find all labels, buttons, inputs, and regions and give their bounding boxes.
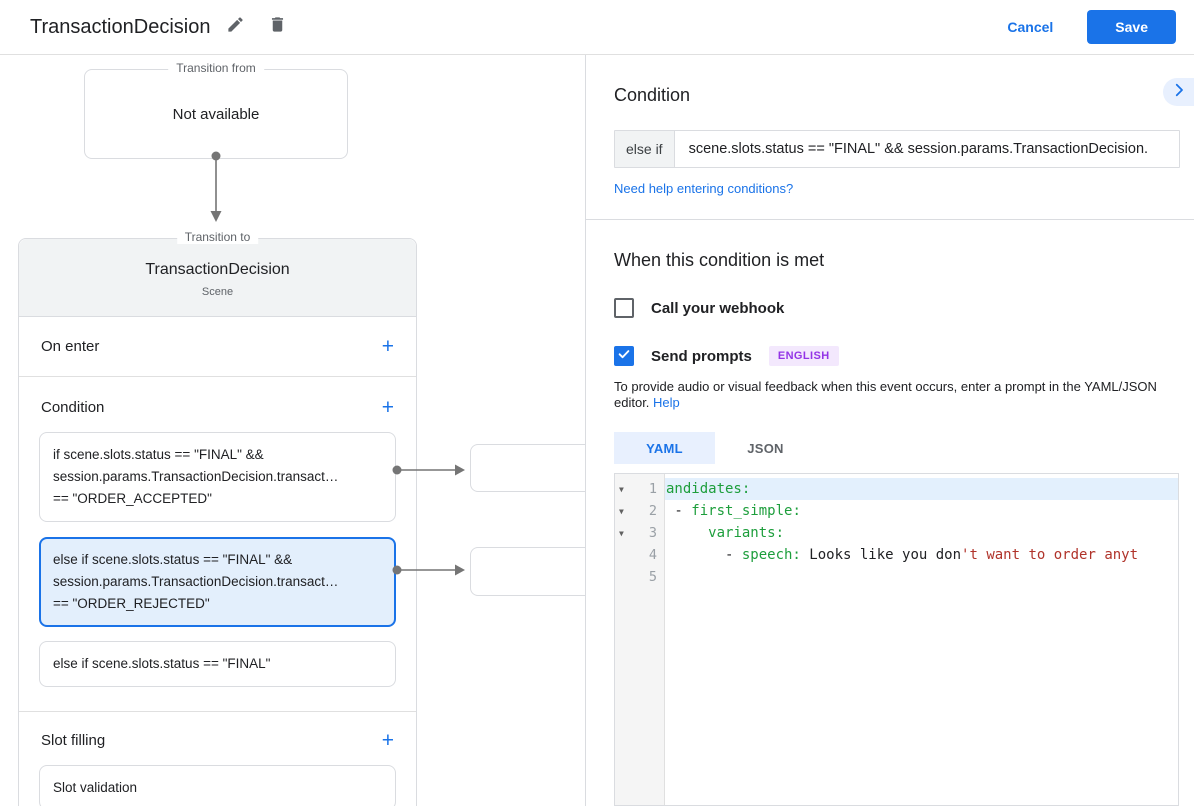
line-number: 5 bbox=[648, 569, 657, 585]
when-condition-heading: When this condition is met bbox=[614, 250, 825, 270]
send-prompts-row: Send prompts ENGLISH bbox=[614, 346, 1194, 366]
line-number: 1 bbox=[648, 481, 657, 497]
condition-prefix-label: else if bbox=[615, 131, 675, 167]
chevron-right-icon bbox=[1170, 81, 1188, 104]
tab-json[interactable]: JSON bbox=[747, 440, 784, 456]
cancel-button[interactable]: Cancel bbox=[1007, 19, 1054, 35]
code-line-2: - first_simple: bbox=[666, 503, 801, 519]
scene-name: TransactionDecision bbox=[145, 261, 290, 278]
line-number: 2 bbox=[648, 503, 657, 519]
fold-arrow-icon[interactable]: ▼ bbox=[619, 484, 624, 494]
transition-target-box-2[interactable] bbox=[470, 547, 585, 596]
condition-expression-input[interactable] bbox=[674, 131, 1179, 167]
condition-card-rejected-selected[interactable]: else if scene.slots.status == "FINAL" &&… bbox=[39, 537, 396, 627]
editor-code-area[interactable]: andidates: - first_simple: variants: - s… bbox=[665, 474, 1178, 805]
send-prompts-label: Send prompts bbox=[651, 347, 752, 365]
add-on-enter-button[interactable]: + bbox=[381, 335, 394, 358]
condition-card-accepted[interactable]: if scene.slots.status == "FINAL" && sess… bbox=[39, 432, 396, 522]
fold-arrow-icon[interactable]: ▼ bbox=[619, 506, 624, 516]
transition-from-node: Transition from Not available bbox=[84, 61, 348, 159]
line-number: 3 bbox=[648, 525, 657, 541]
condition-card-final[interactable]: else if scene.slots.status == "FINAL" bbox=[39, 641, 396, 687]
delete-button[interactable] bbox=[260, 10, 294, 44]
tab-yaml[interactable]: YAML bbox=[614, 432, 715, 464]
on-enter-section: On enter + bbox=[19, 317, 416, 377]
scene-node: Transition to TransactionDecision Scene … bbox=[18, 230, 417, 806]
slot-filling-label: Slot filling bbox=[41, 732, 106, 749]
arrowhead-down-icon bbox=[210, 211, 222, 222]
hint-help-link[interactable]: Help bbox=[653, 395, 680, 410]
code-line-4: - speech: Looks like you don't want to o… bbox=[666, 547, 1139, 563]
condition-section-label: Condition bbox=[41, 399, 105, 416]
call-webhook-label: Call your webhook bbox=[651, 299, 785, 317]
arrowhead-right-icon bbox=[455, 464, 465, 476]
fold-arrow-icon[interactable]: ▼ bbox=[619, 528, 624, 538]
slot-validation-card[interactable]: Slot validation bbox=[39, 765, 396, 806]
yaml-code-editor: ▼ 1 ▼ 2 ▼ 3 4 5 andidates: - first_simpl bbox=[614, 473, 1179, 806]
add-slot-button[interactable]: + bbox=[381, 729, 394, 752]
code-line-5 bbox=[665, 566, 1178, 588]
line-number: 4 bbox=[648, 547, 657, 563]
send-prompts-checkbox[interactable] bbox=[614, 346, 634, 366]
trash-icon bbox=[268, 15, 287, 39]
pencil-icon bbox=[226, 15, 245, 39]
transition-from-content: Not available bbox=[172, 105, 260, 123]
editor-tabs: YAML JSON bbox=[614, 432, 1194, 464]
call-webhook-checkbox[interactable] bbox=[614, 298, 634, 318]
code-line-3: variants: bbox=[708, 525, 785, 541]
scene-header: TransactionDecision Scene bbox=[19, 239, 416, 317]
editor-hint-text: To provide audio or visual feedback when… bbox=[614, 379, 1157, 410]
page-title: TransactionDecision bbox=[30, 15, 211, 38]
scene-diagram-canvas: Transition from Not available Transition… bbox=[0, 55, 585, 806]
slot-filling-section: Slot filling + Slot validation bbox=[19, 712, 416, 806]
checkmark-icon bbox=[617, 347, 631, 366]
arrowhead-right-icon bbox=[455, 564, 465, 576]
top-bar: TransactionDecision Cancel Save bbox=[0, 0, 1194, 55]
scene-type-label: Scene bbox=[201, 286, 234, 298]
add-condition-button[interactable]: + bbox=[381, 396, 394, 419]
webhook-row: Call your webhook bbox=[614, 298, 1194, 318]
transition-to-legend: Transition to bbox=[176, 230, 259, 244]
transition-from-legend: Transition from bbox=[168, 61, 264, 75]
save-button[interactable]: Save bbox=[1087, 10, 1176, 44]
condition-help-link[interactable]: Need help entering conditions? bbox=[614, 181, 794, 196]
condition-detail-panel: Condition else if Need help entering con… bbox=[585, 55, 1194, 806]
condition-panel-heading: Condition bbox=[614, 85, 691, 105]
edit-button[interactable] bbox=[218, 10, 252, 44]
editor-gutter: ▼ 1 ▼ 2 ▼ 3 4 5 bbox=[615, 474, 665, 805]
language-badge: ENGLISH bbox=[768, 346, 839, 366]
transition-target-box-1[interactable] bbox=[470, 444, 585, 492]
condition-input-group: else if bbox=[614, 130, 1180, 168]
code-line-1: andidates: bbox=[665, 478, 1178, 500]
on-enter-label: On enter bbox=[41, 338, 100, 355]
condition-section: Condition + if scene.slots.status == "FI… bbox=[19, 377, 416, 712]
collapse-panel-button[interactable] bbox=[1163, 78, 1194, 106]
panel-divider bbox=[586, 219, 1194, 220]
